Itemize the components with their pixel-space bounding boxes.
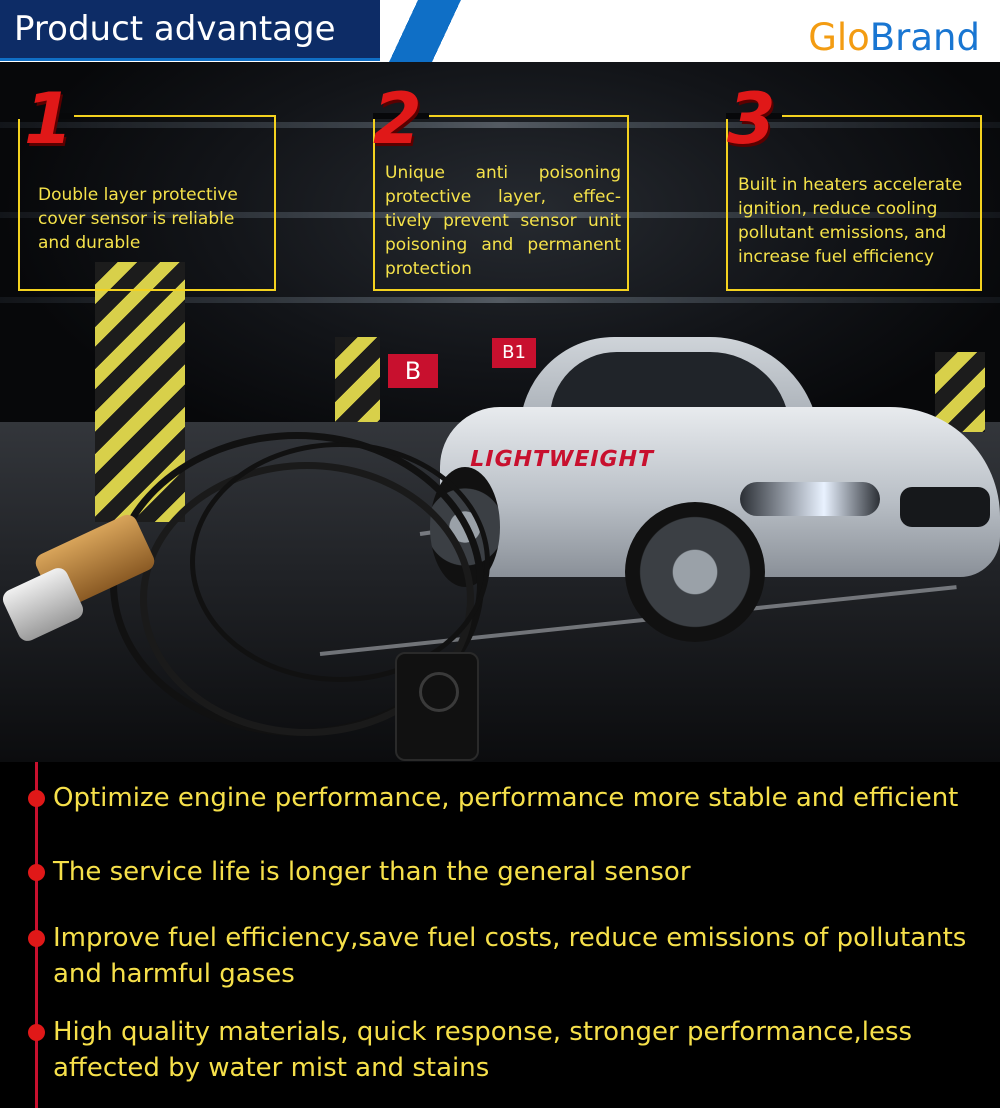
garage-scene-image: B B1 LIGHTWEIGHT: [0, 62, 1000, 762]
brand-logo-part1: Glo: [808, 16, 870, 59]
sensor-connector: [395, 652, 479, 761]
ceiling-light-strip: [0, 122, 1000, 128]
car-wheel: [625, 502, 765, 642]
striped-pillar: [335, 337, 380, 422]
header-accent-stripe: [350, 0, 500, 62]
bullet-item-1: Optimize engine performance, performance…: [53, 783, 959, 813]
feature-number-1: 1: [24, 78, 73, 160]
box-corner-gap: [18, 113, 74, 119]
car-headlight: [740, 482, 880, 516]
ceiling-light-strip: [0, 297, 1000, 303]
page-title: Product advantage: [14, 9, 336, 49]
feature-box-1: Double layer protective cover sensor is …: [18, 113, 276, 291]
header-title-tab: Product advantage: [0, 0, 380, 61]
connector-socket: [419, 672, 459, 712]
advantage-bullet-list: Optimize engine performance, performance…: [0, 762, 1000, 1108]
feature-text-2: Unique anti poisoning protective layer, …: [385, 163, 621, 279]
bullet-dot: [28, 930, 45, 947]
garage-sign-b: B: [388, 354, 438, 388]
feature-box-2: Unique anti poisoning protective layer, …: [373, 113, 629, 291]
feature-text-3: Built in heaters accelerate ignition, re…: [738, 175, 963, 267]
oxygen-sensor-image: [0, 422, 560, 762]
bullet-dot: [28, 864, 45, 881]
header-bar: Product advantage GloBrand: [0, 0, 1000, 62]
feature-box-3: Built in heaters accelerate ignition, re…: [726, 113, 982, 291]
bullet-item-3: Improve fuel efficiency,save fuel costs,…: [53, 923, 967, 989]
bullet-item-4: High quality materials, quick response, …: [53, 1017, 913, 1083]
garage-sign-b1: B1: [492, 338, 536, 368]
bullet-dot: [28, 1024, 45, 1041]
brand-logo: GloBrand: [808, 16, 980, 60]
feature-text-1: Double layer protective cover sensor is …: [38, 185, 238, 253]
striped-pillar: [935, 352, 985, 432]
bullet-item-2: The service life is longer than the gene…: [53, 857, 691, 887]
box-corner-gap: [726, 113, 782, 119]
feature-number-3: 3: [727, 78, 776, 160]
brand-logo-part2: Brand: [869, 16, 980, 59]
bullet-dot: [28, 790, 45, 807]
feature-number-2: 2: [373, 78, 422, 160]
car-grille: [900, 487, 990, 527]
sensor-cable: [190, 442, 490, 682]
box-corner-gap: [373, 113, 429, 119]
ceiling-light-strip: [0, 212, 1000, 218]
